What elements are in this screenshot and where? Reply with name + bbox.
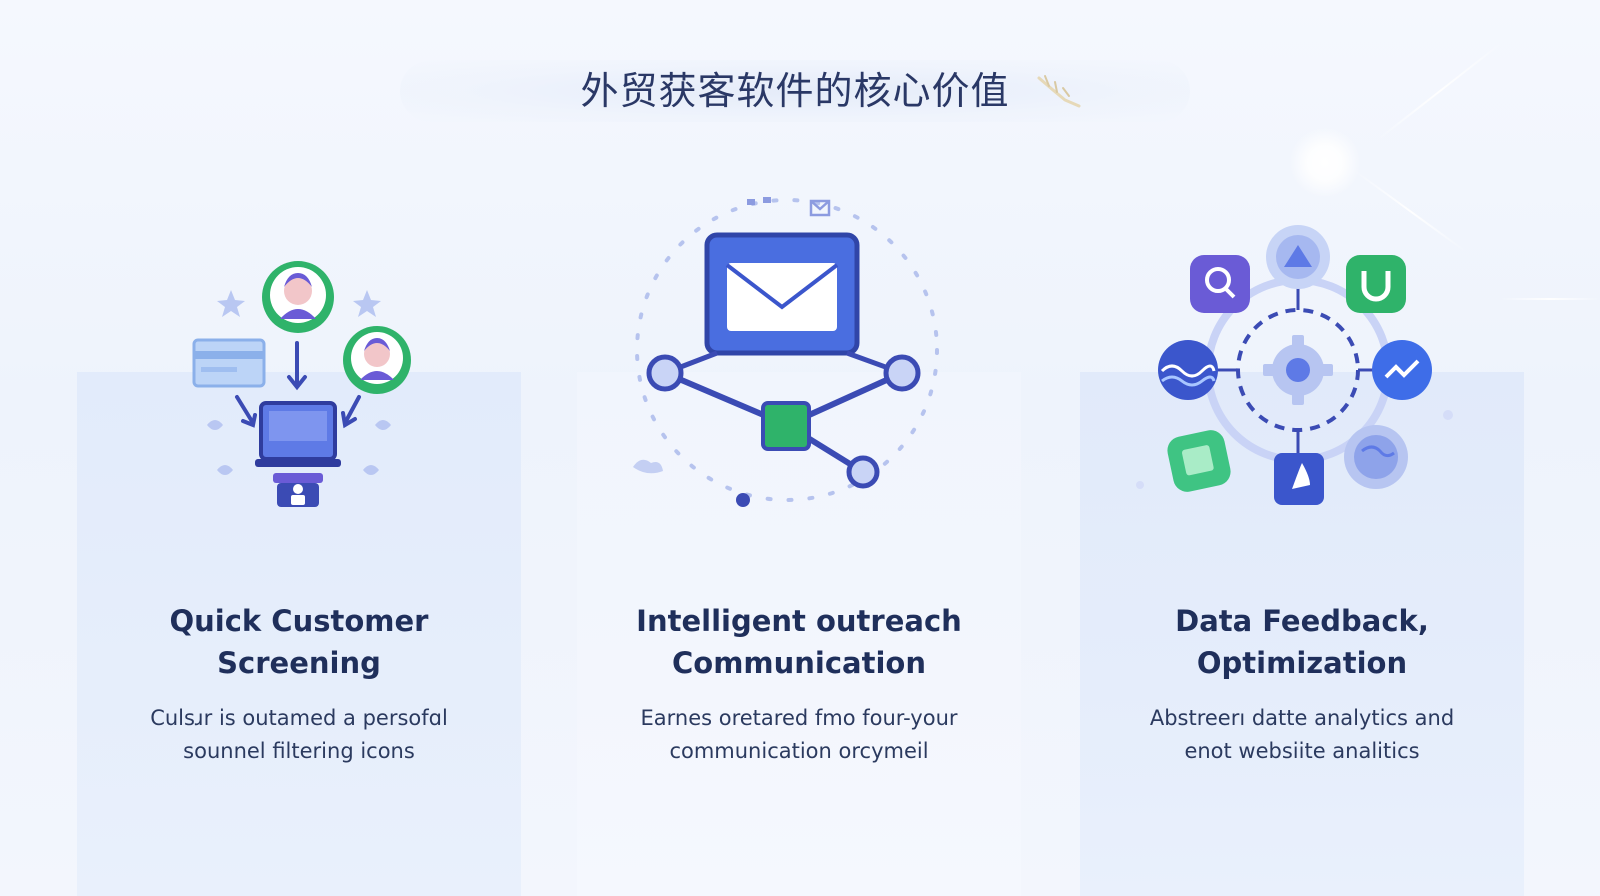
card-desc-line: Culsɹr is outamed a persofɑl [150,706,448,730]
card-desc-line: enot websiite analitics [1184,739,1420,763]
page-title: 外贸获客软件的核心价值 [580,69,1010,113]
cube-icon [1167,430,1231,492]
card-desc-outreach: Earnes oretared fmo four-your communicat… [577,702,1021,768]
card-title-line: Quick Customer [169,604,429,638]
card-title-line: Communication [671,646,926,680]
star-icon [207,290,391,475]
globe-icon [1344,425,1408,489]
light-glow [1290,128,1360,198]
light-flare [1376,40,1504,142]
card-desc-line: Earnes oretared fmo four-your [640,706,958,730]
trend-icon [1372,340,1432,400]
feedback-illustration [1136,225,1453,505]
person-icon [273,473,323,507]
card-desc-line: sounnel filtering icons [183,739,415,763]
id-card-icon [192,338,266,388]
orbit-ring [633,197,939,507]
card-title-line: Data Feedback, [1175,604,1429,638]
card-desc-line: Abstreerı datte analytics and [1149,706,1455,730]
title-banner [400,60,1190,122]
card-desc-screening: Culsɹr is outamed a persofɑl sounnel fil… [77,702,521,768]
flame-icon [1274,453,1324,505]
card-title-line: Screening [217,646,381,680]
chart-icon [1266,225,1330,289]
user-avatar-icon [262,261,334,333]
envelope-icon [704,232,860,356]
search-icon [1190,255,1250,313]
light-flare [1500,298,1600,300]
screening-illustration [192,261,411,507]
laptop-icon [255,401,341,467]
arrow-icon [235,341,361,429]
gear-icon [1263,335,1333,405]
wave-icon [1158,340,1218,400]
card-title-outreach: Intelligent outreach Communication [577,600,1021,684]
card-title-line: Optimization [1196,646,1408,680]
sparkle-icon [1037,75,1081,108]
value-card-outreach [577,372,1021,896]
card-desc-line: communication orcymeil [669,739,929,763]
magnet-icon [1346,255,1406,313]
outreach-illustration [633,197,939,507]
card-title-line: Intelligent outreach [636,604,962,638]
card-title-screening: Quick Customer Screening [77,600,521,684]
mini-envelope-icon [809,199,831,217]
card-title-feedback: Data Feedback, Optimization [1080,600,1524,684]
network-node-icon [646,350,921,489]
user-avatar-icon [343,326,411,394]
card-desc-feedback: Abstreerı datte analytics and enot websi… [1080,702,1524,768]
